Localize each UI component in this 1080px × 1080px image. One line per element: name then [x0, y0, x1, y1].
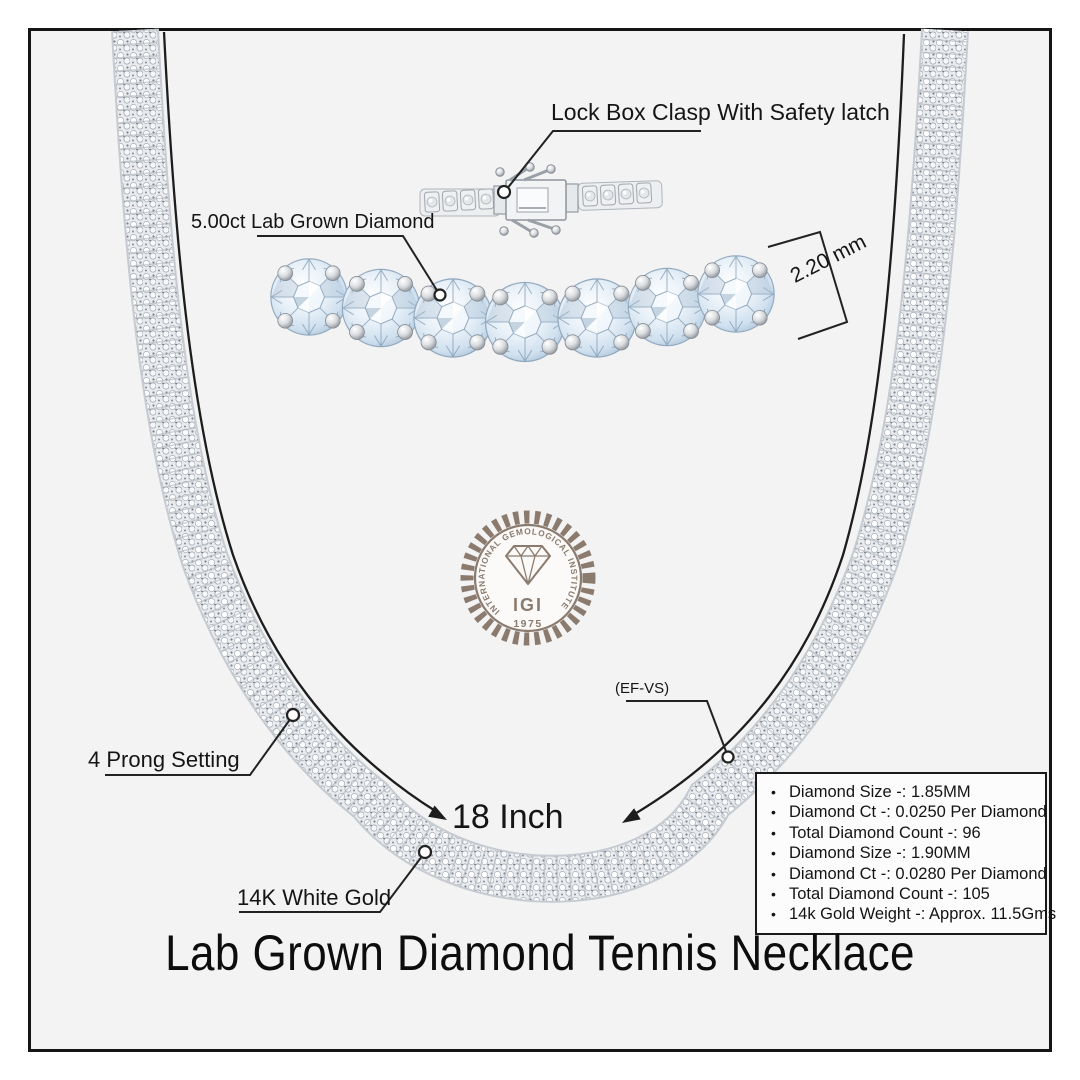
- spec-item: Diamond Size -: 1.90MM: [763, 843, 1041, 864]
- prong-setting-label: 4 Prong Setting: [88, 747, 240, 772]
- leader-lines: [105, 130, 849, 913]
- spec-item: Total Diamond Count -: 105: [763, 884, 1041, 905]
- leader-dot-clasp: [496, 184, 512, 200]
- spec-item: 14k Gold Weight -: Approx. 11.5Gms: [763, 904, 1056, 925]
- spec-item: Diamond Size -: 1.85MM: [763, 782, 1041, 803]
- seal-monogram: IGI: [513, 595, 543, 615]
- spec-item: Diamond Ct -: 0.0250 Per Diamond: [763, 802, 1047, 823]
- size-bracket: [767, 230, 849, 340]
- spec-box: Diamond Size -: 1.85MM Diamond Ct -: 0.0…: [755, 772, 1056, 935]
- leader-dot-prong: [285, 707, 301, 723]
- metal-label: 14K White Gold: [237, 885, 392, 910]
- diamond-carat-label: 5.00ct Lab Grown Diamond: [191, 211, 435, 233]
- spec-item: Total Diamond Count -: 96: [763, 823, 1041, 844]
- clasp-label: Lock Box Clasp With Safety latch: [551, 99, 890, 125]
- arrowhead-left-icon: [428, 805, 447, 820]
- leader-dots: [285, 184, 735, 860]
- clasp-illustration: [419, 162, 663, 238]
- page-title: Lab Grown Diamond Tennis Necklace: [165, 925, 915, 981]
- spec-list: Diamond Size -: 1.85MM Diamond Ct -: 0.0…: [763, 782, 1056, 925]
- leader-dot-diamond: [433, 288, 447, 302]
- diamond-row-illustration: [270, 255, 775, 363]
- seal-year: 1975: [513, 618, 542, 630]
- arrowhead-right-icon: [622, 808, 641, 823]
- length-label: 18 Inch: [452, 798, 564, 836]
- spec-item: Diamond Ct -: 0.0280 Per Diamond: [763, 864, 1047, 885]
- leader-dot-metal: [417, 844, 433, 860]
- length-measure-lines: [162, 31, 906, 823]
- igi-seal: INTERNATIONAL GEMOLOGICAL INSTITUTE IGI …: [460, 510, 596, 646]
- leader-dot-clarity: [721, 750, 735, 764]
- seal-diamond-icon: [505, 545, 551, 585]
- clarity-label: (EF-VS): [615, 680, 670, 697]
- necklace-band: [111, 28, 969, 903]
